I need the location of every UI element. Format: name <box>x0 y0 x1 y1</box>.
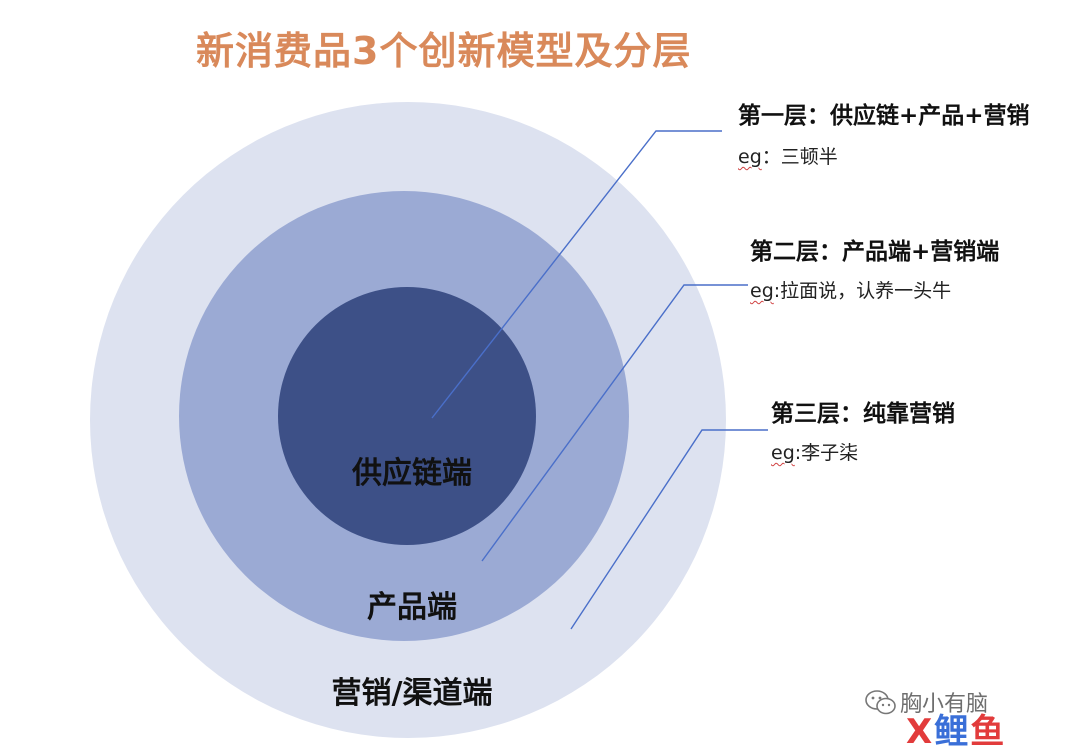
watermark: 胸小有脑 X鲤鱼 <box>864 686 1064 752</box>
layer-3-heading: 第三层：纯靠营销 <box>771 401 955 427</box>
watermark-logo-char-2: 鲤 <box>934 712 971 752</box>
inner-core <box>278 287 536 545</box>
leader-line-layer-2 <box>481 284 748 562</box>
layer-1-eg-value: ：三顿半 <box>761 146 838 168</box>
watermark-account: 胸小有脑 <box>900 692 989 717</box>
watermark-logo-char-1: X <box>906 712 935 752</box>
layer-1-heading: 第一层：供应链+产品+营销 <box>738 103 1030 129</box>
layer-1-example: eg：三顿半 <box>738 142 838 169</box>
leader-line-layer-1 <box>431 130 722 419</box>
layer-2-heading: 第二层：产品端+营销端 <box>750 239 1000 265</box>
zone-label-outer: 营销/渠道端 <box>331 676 493 711</box>
layer-3-eg-value: :李子柒 <box>794 442 859 464</box>
layer-2-eg-key: eg <box>750 280 774 302</box>
wechat-icon <box>865 690 896 715</box>
layer-3-eg-key: eg <box>771 442 795 464</box>
layer-3-example: eg:李子柒 <box>771 438 858 465</box>
layer-2-example: eg:拉面说，认养一头牛 <box>750 276 951 303</box>
watermark-logo-char-3: 鱼 <box>970 712 1007 752</box>
page-title: 新消费品3个创新模型及分层 <box>196 29 692 73</box>
watermark-logo: X鲤鱼 <box>906 704 1006 753</box>
layer-1-eg-key: eg <box>738 146 762 168</box>
zone-label-inner: 供应链端 <box>352 456 472 491</box>
layer-2-eg-value: :拉面说，认养一头牛 <box>773 280 952 302</box>
leader-line-layer-3 <box>570 429 768 630</box>
zone-label-middle: 产品端 <box>367 590 457 625</box>
